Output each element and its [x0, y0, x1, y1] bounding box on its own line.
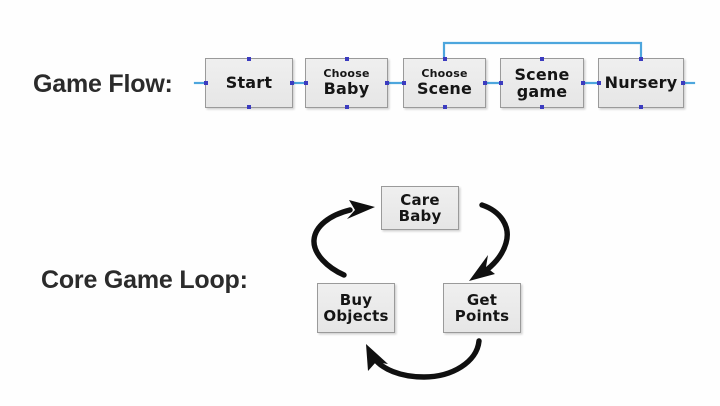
flow-node-scene-game[interactable]: Scene game — [499, 57, 585, 109]
loop-node-get-points[interactable]: Get Points — [443, 283, 521, 333]
loop-node-buy-objects[interactable]: Buy Objects — [317, 283, 395, 333]
arrow-care-baby-to-get-points — [469, 202, 510, 281]
loop-node-buy-objects-line2: Objects — [323, 307, 389, 325]
selection-handle-right[interactable] — [681, 81, 685, 85]
page-title-game-flow: Game Flow: — [33, 70, 173, 98]
connector-nursery-back-to-choose-scene — [442, 41, 643, 60]
loop-node-get-points-line1: Get — [466, 290, 498, 309]
selection-handle-bottom[interactable] — [344, 105, 349, 109]
flow-node-choose-scene-line2: Scene — [416, 79, 473, 99]
selection-handle-bottom[interactable] — [247, 105, 251, 109]
flow-node-choose-baby-line1: Choose — [323, 67, 370, 81]
loop-node-care-baby[interactable]: Care Baby — [381, 186, 459, 230]
loop-node-get-points-line2: Points — [454, 307, 510, 325]
selection-handle-right[interactable] — [581, 81, 585, 85]
selection-handle-top[interactable] — [442, 57, 447, 61]
flow-node-choose-scene-line1: Choose — [421, 67, 468, 81]
selection-handle-left[interactable] — [304, 81, 308, 85]
selection-handle-bottom[interactable] — [442, 105, 447, 109]
selection-handle-top[interactable] — [540, 57, 544, 61]
flow-node-nursery-label: Nursery — [604, 73, 678, 93]
loop-node-care-baby-line2: Baby — [398, 207, 442, 225]
loop-node-care-baby-line1: Care — [400, 190, 440, 209]
selection-handle-left[interactable] — [204, 81, 208, 85]
selection-handle-top[interactable] — [247, 57, 251, 61]
flow-node-start-label: Start — [225, 73, 273, 93]
selection-handle-left[interactable] — [499, 81, 503, 85]
arrow-buy-objects-to-care-baby — [311, 200, 375, 278]
flow-node-nursery[interactable]: Nursery — [597, 57, 685, 109]
flow-node-scene-game-line2: game — [516, 82, 568, 101]
flow-node-choose-baby-line2: Baby — [323, 79, 370, 99]
loop-node-buy-objects-line1: Buy — [339, 290, 373, 309]
selection-handle-bottom[interactable] — [540, 105, 544, 109]
selection-handle-bottom[interactable] — [639, 105, 643, 109]
arrow-get-points-to-buy-objects — [366, 338, 482, 380]
flow-node-choose-baby[interactable]: Choose Baby — [304, 57, 389, 109]
selection-handle-left[interactable] — [597, 81, 601, 85]
flow-node-choose-scene[interactable]: Choose Scene — [402, 57, 487, 109]
selection-handle-right[interactable] — [483, 81, 487, 85]
selection-handle-top[interactable] — [639, 57, 643, 61]
page-title-core-game-loop: Core Game Loop: — [41, 266, 248, 294]
selection-handle-right[interactable] — [385, 81, 389, 85]
selection-handle-left[interactable] — [402, 81, 406, 85]
selection-handle-right[interactable] — [290, 81, 294, 85]
flow-node-scene-game-line1: Scene — [514, 64, 570, 84]
flow-node-start[interactable]: Start — [204, 57, 294, 109]
selection-handle-top[interactable] — [344, 57, 349, 61]
